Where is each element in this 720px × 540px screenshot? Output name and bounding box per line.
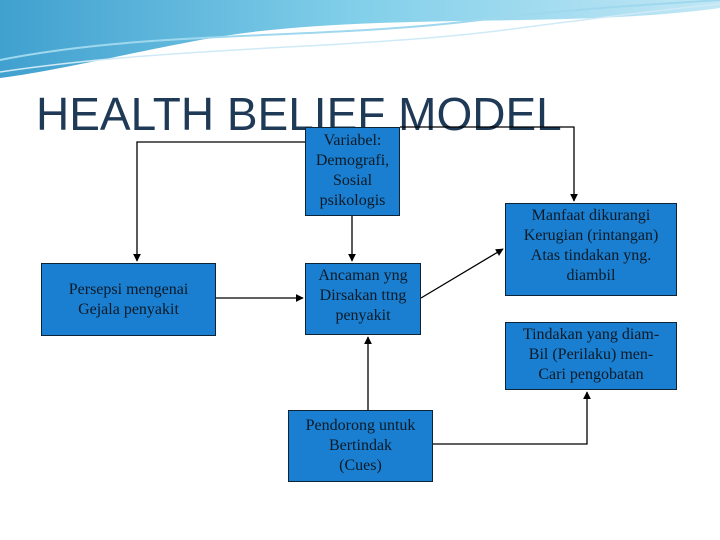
node-tindakan-line: Cari pengobatan [538,366,644,383]
node-manfaat-line: Kerugian (rintangan) [523,227,659,244]
node-manfaat-line: Atas tindakan yng. [530,247,652,264]
header-wave-decoration [0,0,720,78]
connector-ancaman-to-manfaat [420,248,504,299]
connector-variabel-to-persepsi [133,141,305,262]
node-pendorong-line: Bertindak [328,437,393,454]
node-manfaat-line: Manfaat dikurangi [531,207,651,224]
node-persepsi-line: Gejala penyakit [78,300,179,318]
node-variabel-line: Sosial [332,172,373,189]
node-ancaman-line: Dirsakan ttng [319,287,407,304]
node-pendorong-line: Pendorong untuk [305,417,416,434]
connector-pendorong-to-tindakan [433,391,591,445]
node-pendorong: Pendorong untuk Bertindak (Cues) [288,410,433,482]
slide-title: HEALTH BELIEF MODEL [36,88,562,140]
node-persepsi: Persepsi mengenai Gejala penyakit [41,263,216,336]
node-variabel-line: psikologis [319,192,386,209]
node-ancaman: Ancaman yng Dirsakan ttng penyakit [305,263,421,335]
node-variabel: Variabel: Demografi, Sosial psikologis [305,127,400,216]
node-variabel-line: Variabel: [323,132,382,149]
node-ancaman-line: penyakit [335,307,391,324]
node-tindakan-line: Tindakan yang diam- [522,326,660,343]
node-persepsi-line: Persepsi mengenai [68,280,189,298]
connector-variabel-to-manfaat [400,126,578,202]
node-pendorong-line: (Cues) [339,457,382,474]
node-manfaat: Manfaat dikurangi Kerugian (rintangan) A… [505,203,677,296]
node-manfaat-line: diambil [566,267,616,284]
node-ancaman-line: Ancaman yng [318,267,408,284]
node-tindakan: Tindakan yang diam- Bil (Perilaku) men- … [505,322,677,390]
node-variabel-line: Demografi, [315,152,390,169]
node-tindakan-line: Bil (Perilaku) men- [528,346,654,363]
